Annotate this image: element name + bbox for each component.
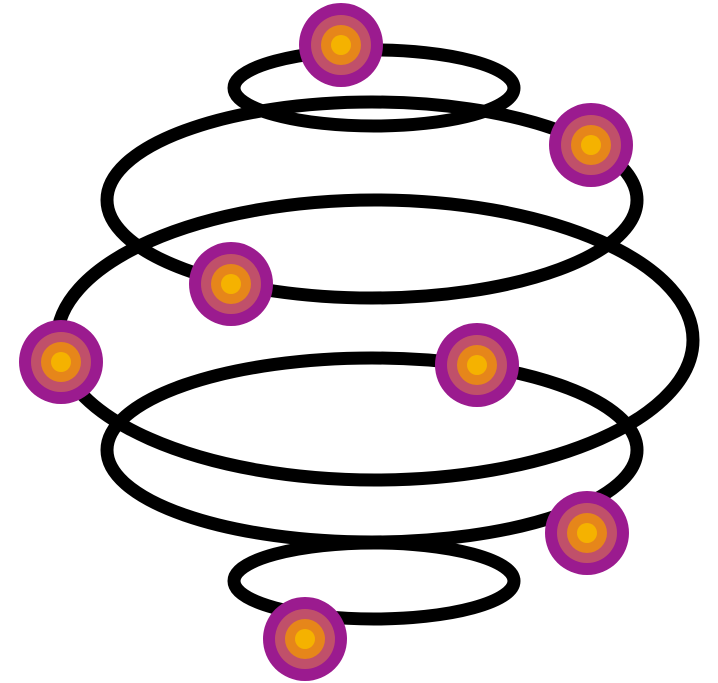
node-2	[549, 103, 633, 187]
node-3	[189, 242, 273, 326]
node-7	[263, 597, 347, 681]
node-1	[299, 3, 383, 87]
ring-middle	[57, 200, 693, 480]
node-6	[545, 491, 629, 575]
node-4	[19, 320, 103, 404]
ring-bottom	[234, 543, 514, 619]
node-5	[435, 323, 519, 407]
